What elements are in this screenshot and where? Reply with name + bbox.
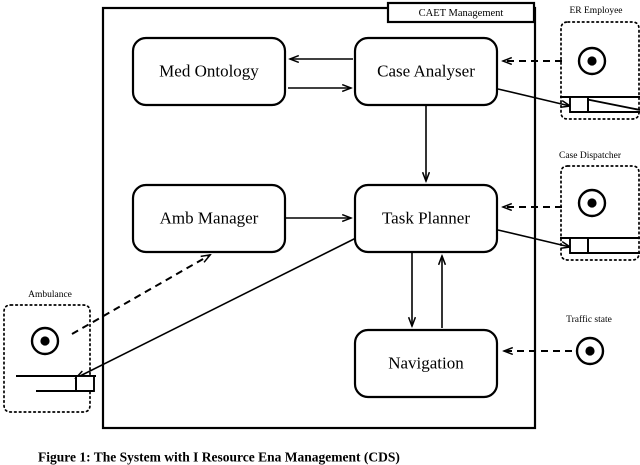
component-med-ontology[interactable]: Med Ontology bbox=[131, 36, 287, 107]
component-navigation[interactable]: Navigation bbox=[353, 328, 499, 399]
component-navigation-body[interactable] bbox=[353, 328, 499, 399]
component-amb-manager-body[interactable] bbox=[131, 183, 287, 254]
actor-ambulance-label: Ambulance bbox=[28, 290, 72, 300]
actor-traffic-state-dot-icon bbox=[585, 346, 595, 356]
actor-case-dispatcher-label: Case Dispatcher bbox=[559, 151, 622, 161]
component-amb-manager-label: Amb Manager bbox=[160, 208, 259, 227]
link-ambulance-to-amb-manager bbox=[71, 255, 210, 335]
component-task-planner[interactable]: Task Planner bbox=[353, 183, 499, 254]
package-tab bbox=[386, 1, 536, 24]
actor-ambulance[interactable]: Ambulance bbox=[3, 290, 96, 413]
actor-traffic-state[interactable]: Traffic state bbox=[566, 314, 612, 366]
actor-case-dispatcher-boundary bbox=[560, 165, 640, 261]
actor-er-employee-label: ER Employee bbox=[569, 6, 622, 16]
component-med-ontology-body[interactable] bbox=[131, 36, 287, 107]
actor-case-dispatcher[interactable]: Case Dispatcher bbox=[559, 151, 640, 261]
link-task-planner-to-ambulance bbox=[76, 237, 357, 378]
link-case-analyser-to-er-employee bbox=[497, 88, 570, 106]
package-title: CAET Management bbox=[419, 8, 504, 19]
actor-case-dispatcher-dot-icon bbox=[587, 198, 597, 208]
actor-er-employee-boundary bbox=[560, 21, 640, 120]
component-med-ontology-label: Med Ontology bbox=[159, 61, 259, 80]
component-case-analyser-body[interactable] bbox=[353, 36, 499, 107]
component-case-analyser-label: Case Analyser bbox=[377, 61, 475, 80]
actor-ambulance-boundary bbox=[3, 304, 91, 413]
actor-ambulance-dot-icon bbox=[40, 336, 50, 346]
component-navigation-label: Navigation bbox=[388, 353, 464, 372]
actor-er-employee-dot-icon bbox=[587, 56, 597, 66]
actor-case-dispatcher-activation-bar bbox=[569, 237, 589, 254]
component-task-planner-label: Task Planner bbox=[382, 208, 470, 227]
component-amb-manager[interactable]: Amb Manager bbox=[131, 183, 287, 254]
figure-caption: Figure 1: The System with I Resource Ena… bbox=[38, 450, 400, 465]
component-task-planner-body[interactable] bbox=[353, 183, 499, 254]
actor-er-employee[interactable]: ER Employee bbox=[560, 6, 640, 120]
actor-er-employee-activation-bar bbox=[569, 96, 589, 113]
link-task-planner-to-case-dispatcher bbox=[497, 229, 570, 247]
actor-ambulance-activation-bar bbox=[75, 375, 95, 392]
actor-traffic-state-label: Traffic state bbox=[566, 314, 612, 325]
component-case-analyser[interactable]: Case Analyser bbox=[353, 36, 499, 107]
